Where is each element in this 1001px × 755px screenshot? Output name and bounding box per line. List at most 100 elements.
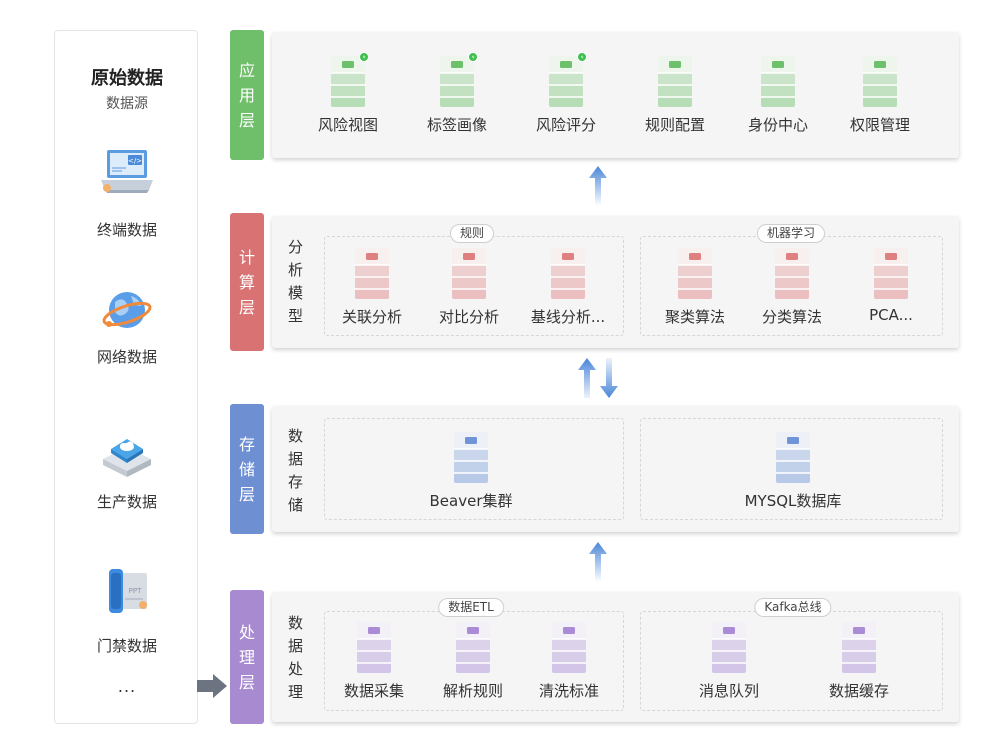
service-node-label: 权限管理: [849, 116, 910, 134]
source-panel-title: 原始数据: [91, 68, 163, 89]
laptop-code-icon: </>: [101, 150, 153, 193]
side-label-char: 模: [288, 284, 304, 302]
side-label-char: 理: [288, 683, 304, 701]
service-node: 清洗标准: [514, 618, 624, 701]
service-node: 风险视图: [293, 52, 403, 135]
layer-tag-char: 存: [238, 434, 255, 454]
application-layer-box: 风险视图 标签画像 风险评分: [272, 32, 959, 158]
source-item-access-control: 门禁数据: [96, 637, 157, 655]
side-label-char: 析: [288, 261, 304, 279]
service-node: 对比分析: [414, 244, 524, 327]
server-stack-icon: [712, 622, 746, 673]
server-stack-icon: [452, 248, 486, 299]
server-stack-icon: [874, 248, 908, 299]
service-node: 权限管理: [825, 52, 935, 135]
group-pill-etl: 数据ETL: [438, 598, 504, 617]
server-stack-icon: [552, 622, 586, 673]
compute-side-label: 分析模型: [288, 236, 303, 328]
process-side-label: 数据处理: [288, 612, 303, 704]
svg-text:PPT: PPT: [129, 587, 142, 595]
side-label-char: 存: [288, 473, 304, 491]
layer-tag-char: 理: [238, 647, 255, 667]
server-stack-icon: [551, 248, 585, 299]
service-node-label: 解析规则: [442, 682, 503, 700]
service-node-label: 聚类算法: [664, 308, 725, 326]
storage-side-label: 数据存储: [288, 425, 303, 517]
layer-tag-char: 层: [238, 110, 255, 130]
arrow-down-compute-to-storage-icon: [600, 358, 618, 398]
compute-layer-box: 分析模型 规则机器学习 关联分析 对比分析: [272, 216, 959, 348]
service-node-label: 规则配置: [644, 116, 705, 134]
globe-network-icon: [102, 292, 152, 328]
layer-tag-char: 用: [238, 85, 255, 105]
service-node-label: 风险评分: [535, 116, 596, 134]
data-source-panel: 原始数据 数据源 </> 终端数据 网络数据 生产数据: [54, 30, 198, 724]
side-label-char: 数: [288, 614, 304, 632]
layer-tag-char: 计: [238, 247, 255, 267]
server-stack-icon: [678, 248, 712, 299]
source-more-ellipsis: ...: [117, 677, 137, 696]
server-stack-icon: [842, 622, 876, 673]
service-node-label: 分类算法: [761, 308, 822, 326]
service-node-label: MYSQL数据库: [744, 492, 842, 510]
service-node: 身份中心: [723, 52, 833, 135]
server-stack-icon: [357, 622, 391, 673]
source-item-production: 生产数据: [96, 493, 157, 511]
side-label-char: 分: [288, 238, 304, 256]
server-stack-icon: [761, 56, 795, 107]
service-node-label: 标签画像: [426, 116, 487, 134]
source-item-network: 网络数据: [96, 348, 157, 366]
group-beaver: [324, 418, 624, 520]
layer-tag-application: 应用层: [230, 30, 264, 160]
arrow-up-compute-to-app-icon: [589, 166, 607, 206]
layer-tag-char: 层: [238, 672, 255, 692]
service-node: 风险评分: [511, 52, 621, 135]
layer-tag-char: 处: [238, 622, 255, 642]
service-node: MYSQL数据库: [738, 428, 848, 511]
service-node-label: 基线分析...: [530, 308, 606, 326]
service-node: 基线分析...: [513, 244, 623, 327]
source-panel-subtitle: 数据源: [106, 96, 148, 112]
service-node: Beaver集群: [416, 428, 526, 511]
service-node-label: Beaver集群: [429, 492, 513, 510]
service-node: 数据缓存: [804, 618, 914, 701]
group-pill-rules: 规则: [449, 224, 495, 243]
service-node-label: 身份中心: [747, 116, 808, 134]
service-node: 规则配置: [620, 52, 730, 135]
layer-tag-char: 储: [238, 459, 255, 479]
side-label-char: 据: [288, 450, 304, 468]
arrow-up-process-to-storage-icon: [589, 542, 607, 582]
side-label-char: 据: [288, 637, 304, 655]
service-node: 数据采集: [319, 618, 429, 701]
side-label-char: 处: [288, 660, 304, 678]
service-node-label: 关联分析: [341, 308, 402, 326]
process-layer-box: 数据处理 数据ETL Kafka总线 数据采集 解析规则: [272, 592, 959, 722]
arrow-up-storage-to-compute-icon: [578, 358, 596, 398]
cloud-server-icon: [103, 439, 151, 477]
service-node: 关联分析: [317, 244, 427, 327]
input-arrow-icon: [197, 674, 227, 698]
server-stack-icon: [454, 432, 488, 483]
service-node-label: 清洗标准: [538, 682, 599, 700]
service-node: 聚类算法: [640, 244, 750, 327]
storage-layer-box: 数据存储 Beaver集群 MYSQL数据库: [272, 406, 959, 532]
server-stack-icon: [355, 248, 389, 299]
service-node-label: 消息队列: [698, 682, 759, 700]
layer-tag-char: 算: [238, 272, 255, 292]
service-node-label: 数据缓存: [828, 682, 889, 700]
layer-tag-char: 层: [238, 297, 255, 317]
svg-text:</>: </>: [128, 157, 142, 165]
server-stack-icon: [775, 248, 809, 299]
service-node-label: PCA...: [869, 306, 913, 324]
layer-tag-storage: 存储层: [230, 404, 264, 534]
group-pill-kafka: Kafka总线: [754, 598, 832, 617]
group-mysql: [640, 418, 943, 520]
service-node-label: 对比分析: [438, 308, 499, 326]
layer-tag-char: 层: [238, 484, 255, 504]
server-stack-icon: [456, 622, 490, 673]
service-node-label: 数据采集: [343, 682, 404, 700]
server-stack-icon: [549, 52, 586, 107]
source-item-terminal: 终端数据: [96, 221, 157, 239]
layer-tag-compute: 计算层: [230, 213, 264, 351]
server-stack-icon: [658, 56, 692, 107]
